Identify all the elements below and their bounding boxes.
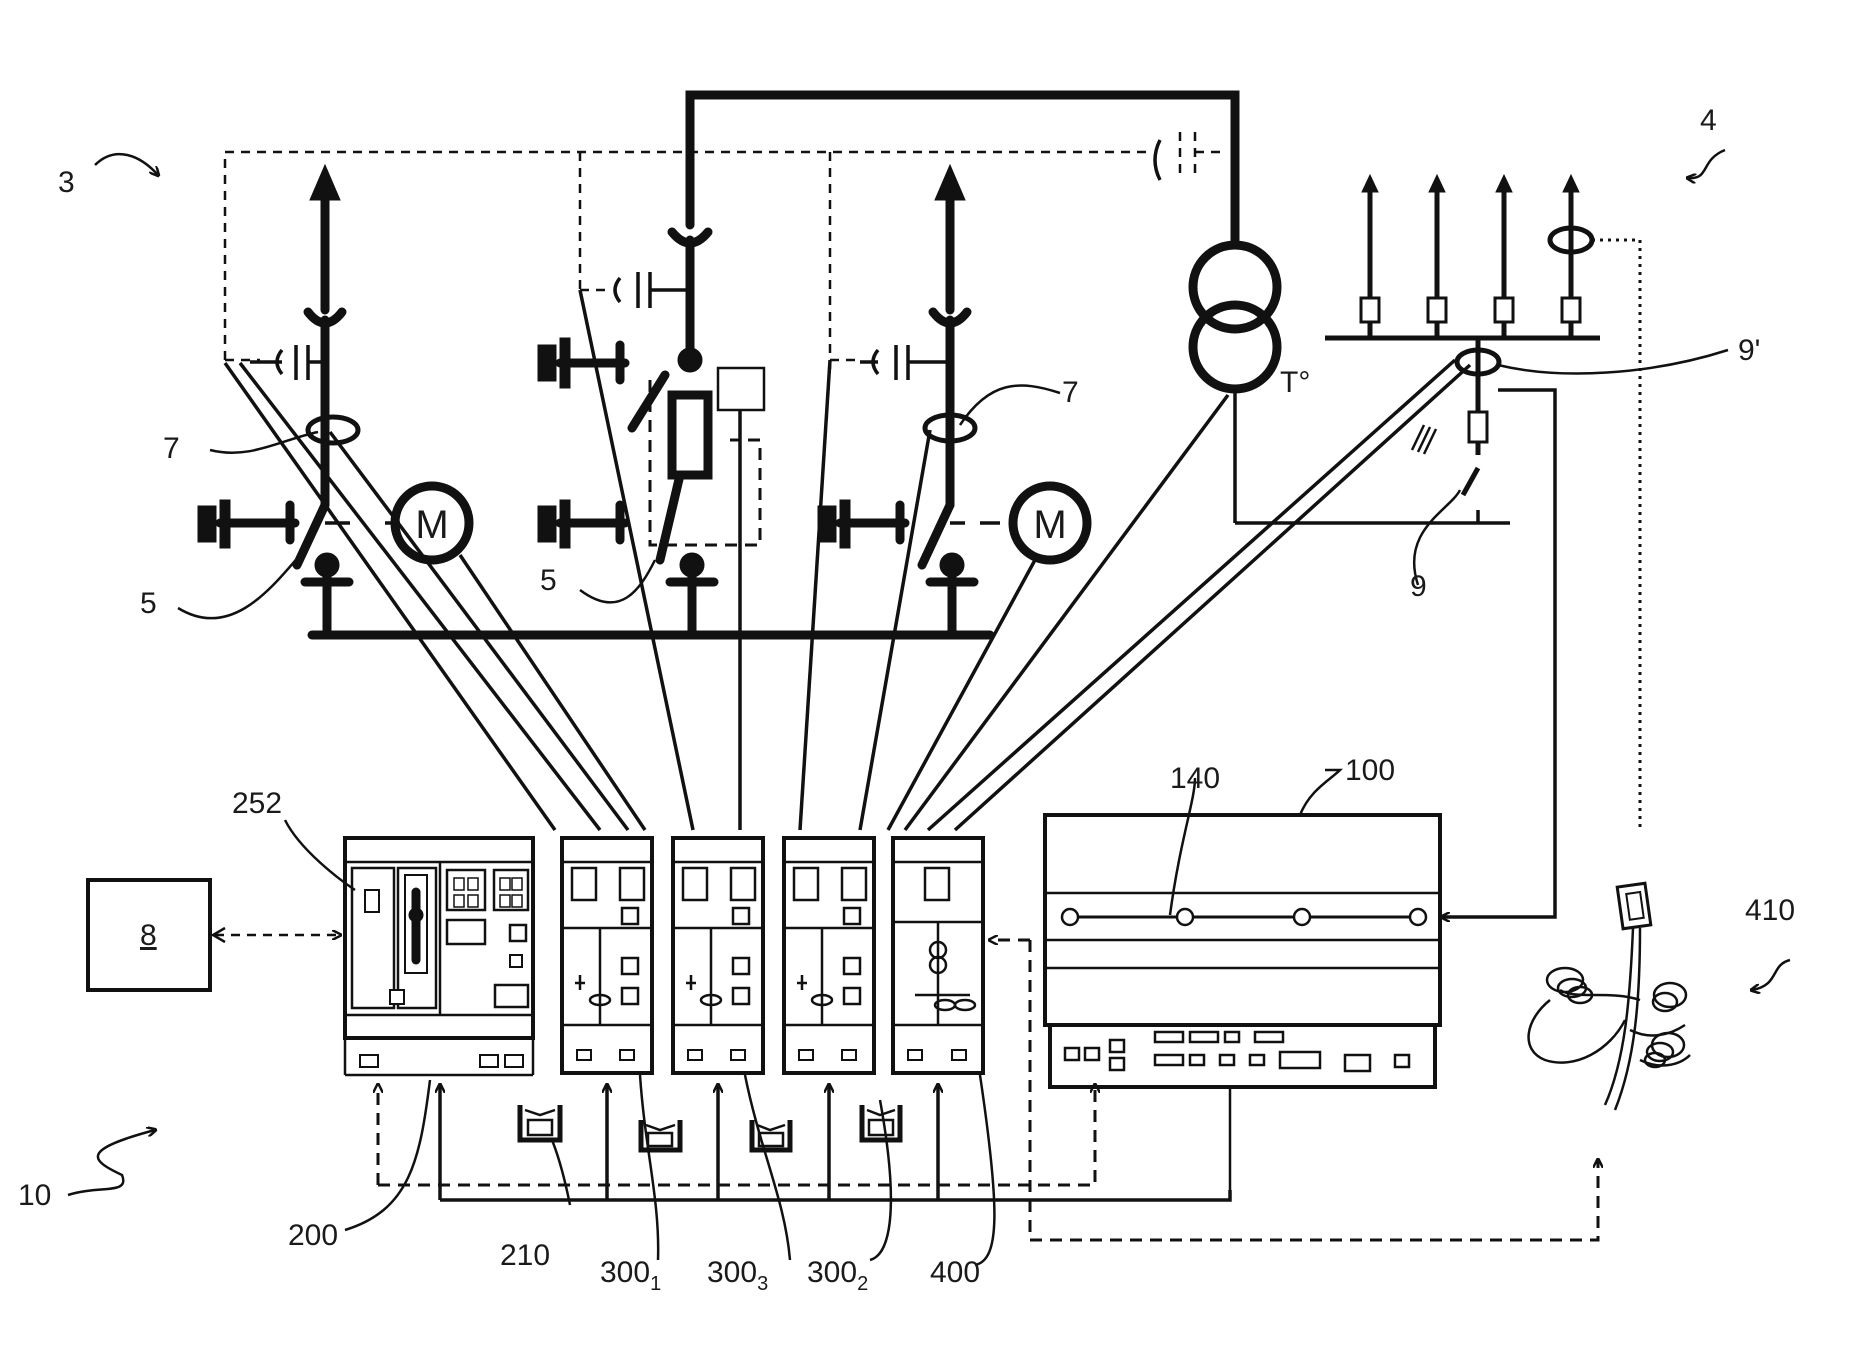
connectors-210 xyxy=(520,1105,900,1150)
label-8: 8 xyxy=(140,919,157,952)
label-300-1: 3001 xyxy=(600,1256,661,1295)
label-motor-left: M xyxy=(415,503,448,547)
feeder-3 xyxy=(818,165,1087,635)
module-300-2 xyxy=(784,838,874,1073)
reference-labels: 3 4 7 7 5 5 9 9' T° M M 8 10 100 140 252… xyxy=(18,104,1795,1295)
module-100 xyxy=(1045,815,1440,1190)
label-5-left: 5 xyxy=(140,587,157,620)
feeder-2 xyxy=(538,95,1235,635)
label-300-2: 3002 xyxy=(807,1256,868,1295)
label-7-right: 7 xyxy=(1062,376,1079,409)
label-3: 3 xyxy=(58,166,75,199)
label-210: 210 xyxy=(500,1239,550,1272)
label-9: 9 xyxy=(1410,570,1427,603)
module-400 xyxy=(893,838,983,1073)
label-10: 10 xyxy=(18,1179,51,1212)
module-200 xyxy=(345,838,533,1075)
module-300-1 xyxy=(562,838,652,1073)
label-5-middle: 5 xyxy=(540,564,557,597)
label-300-3: 3003 xyxy=(707,1256,768,1295)
external-device-8 xyxy=(88,880,340,990)
label-252: 252 xyxy=(232,787,282,820)
label-9-prime: 9' xyxy=(1738,334,1760,367)
label-7-left: 7 xyxy=(163,432,180,465)
label-4: 4 xyxy=(1700,104,1717,137)
label-410: 410 xyxy=(1745,894,1795,927)
transformer xyxy=(1193,245,1510,523)
dashed-control-bus xyxy=(225,132,1225,370)
label-motor-right: M xyxy=(1033,503,1066,547)
lv-distribution xyxy=(1325,175,1600,495)
label-200: 200 xyxy=(288,1219,338,1252)
label-140: 140 xyxy=(1170,762,1220,795)
label-temperature: T° xyxy=(1280,366,1310,399)
label-400: 400 xyxy=(930,1256,980,1289)
label-100: 100 xyxy=(1345,754,1395,787)
module-300-3 xyxy=(673,838,763,1073)
